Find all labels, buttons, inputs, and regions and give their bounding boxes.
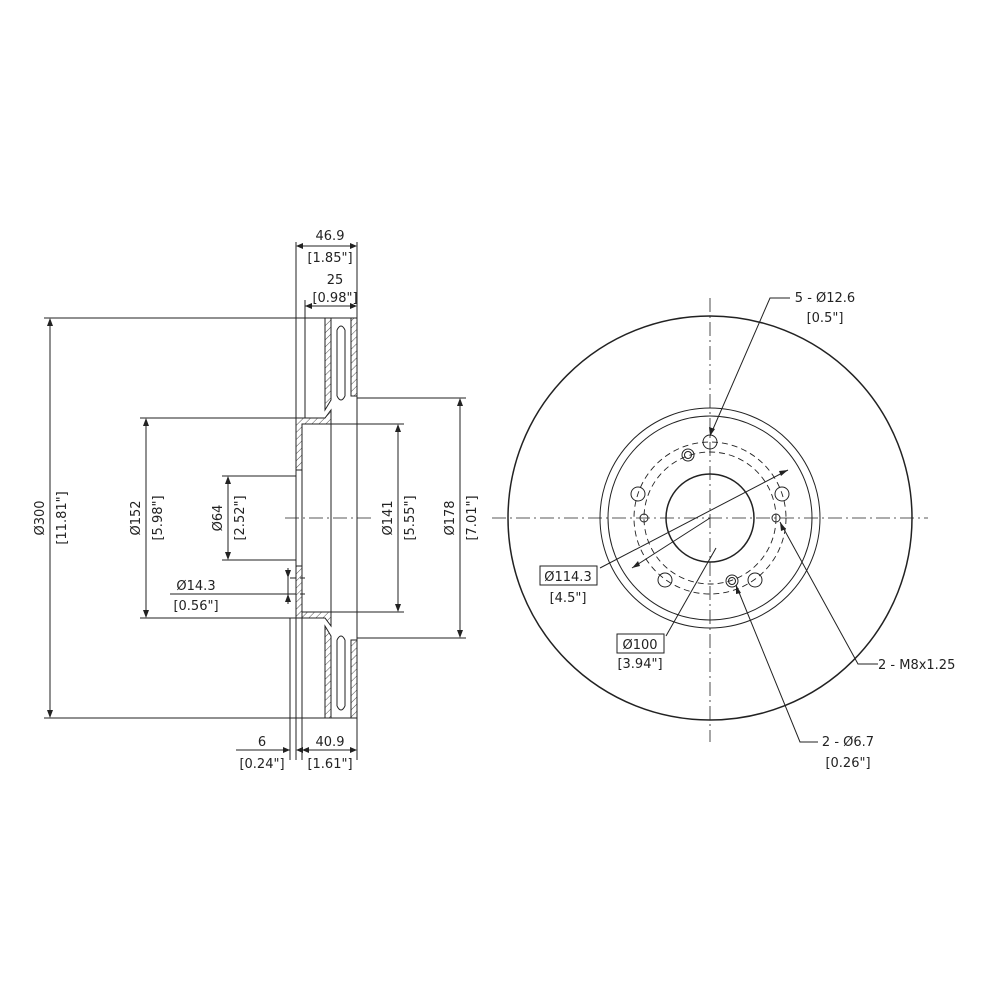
lower-outboard-plate — [324, 624, 332, 719]
threaded-hole — [725, 574, 739, 588]
bolt-hole — [630, 486, 646, 502]
bolt-circle-value: Ø114.3 — [544, 570, 591, 585]
bolt-circle-inch: [4.5"] — [550, 591, 587, 606]
center-bore-inch: [2.52"] — [233, 495, 248, 540]
bolt-circle — [633, 441, 787, 595]
friction-inner-diameter-inch: [7.01"] — [465, 495, 480, 540]
hat-height-inch: [0.98"] — [312, 291, 357, 306]
front-view — [492, 298, 928, 742]
locating-hole — [771, 513, 781, 523]
lower-hat-section — [295, 565, 332, 628]
bolt-hole — [747, 572, 763, 588]
hat-outer-diameter-value: Ø152 — [129, 500, 144, 535]
side-section-view — [285, 317, 375, 719]
inner-diameter-inch: [5.55"] — [403, 495, 418, 540]
hat-outer-circle — [607, 415, 813, 621]
bolt-hole — [657, 572, 673, 588]
upper-outboard-plate — [324, 317, 332, 412]
min-thickness-value: 40.9 — [316, 735, 345, 750]
center-bore-value: Ø64 — [211, 505, 226, 532]
locating-holes-inch: [0.26"] — [825, 756, 870, 771]
stud-hole-inch: [0.56"] — [173, 599, 218, 614]
bolt-hole — [774, 486, 790, 502]
overall-width-inch: [1.85"] — [307, 251, 352, 266]
bolt-holes-value: 5 - Ø12.6 — [795, 291, 855, 306]
locating-hole — [639, 513, 649, 523]
center-bore-circle — [665, 473, 755, 563]
pilot-circle-inch: [3.94"] — [617, 657, 662, 672]
overall-diameter-value: Ø300 — [33, 500, 48, 535]
lower-inboard-plate — [350, 639, 358, 719]
overall-diameter-inch: [11.81"] — [55, 491, 70, 544]
threaded-hole — [681, 448, 695, 462]
overall-width-value: 46.9 — [316, 229, 345, 244]
hat-thickness-value: 6 — [258, 735, 266, 750]
min-thickness-inch: [1.61"] — [307, 757, 352, 772]
hat-height-value: 25 — [327, 273, 344, 288]
rotor-outer-circle — [507, 315, 913, 721]
upper-hat-section — [295, 408, 332, 471]
friction-inner-diameter-value: Ø178 — [443, 500, 458, 535]
side-dimensions — [44, 242, 466, 760]
pilot-circle — [643, 451, 777, 585]
threaded-holes-value: 2 - M8x1.25 — [878, 658, 955, 673]
locating-holes-value: 2 - Ø6.7 — [822, 735, 874, 750]
inner-diameter-value: Ø141 — [381, 500, 396, 535]
upper-inboard-plate — [350, 317, 358, 397]
bolt-holes-inch: [0.5"] — [807, 311, 844, 326]
front-leaders — [599, 297, 878, 743]
stud-hole-value: Ø14.3 — [176, 579, 215, 594]
pilot-circle-box — [616, 633, 665, 654]
friction-inner-circle — [599, 407, 821, 629]
hat-outer-diameter-inch: [5.98"] — [151, 495, 166, 540]
pilot-circle-value: Ø100 — [622, 638, 657, 653]
hat-thickness-inch: [0.24"] — [239, 757, 284, 772]
bolt-circle-box — [539, 565, 598, 586]
